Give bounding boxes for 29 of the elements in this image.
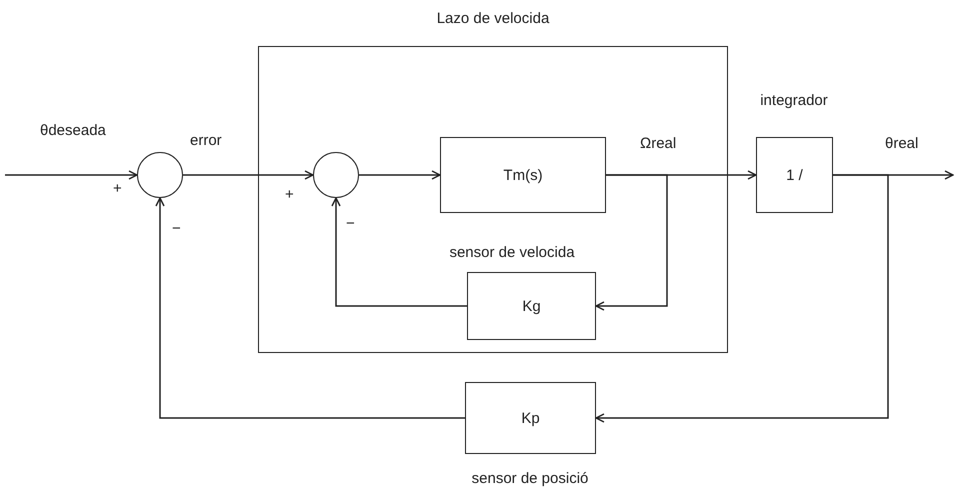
block-caption: sensor de velocida [449, 244, 575, 261]
summing-junction [137, 152, 183, 198]
signal-arrow [595, 174, 889, 423]
signal-arrow [183, 170, 314, 180]
transfer-block [756, 137, 833, 213]
signal-label: θreal [885, 135, 918, 152]
summing-junction [313, 152, 359, 198]
signal-arrow [595, 174, 668, 311]
block-label: Tm(s) [503, 166, 543, 184]
signal-label: error [190, 132, 222, 149]
transfer-block [440, 137, 606, 213]
group-title: Lazo de velocida [436, 10, 550, 27]
signal-arrow [331, 197, 467, 307]
signal-arrow [5, 170, 138, 180]
signal-label: θdeseada [40, 122, 106, 139]
block-label: Kp [521, 410, 540, 426]
signal-arrow [359, 170, 441, 180]
block-label: 1 / [786, 166, 803, 184]
block-caption: sensor de posició [472, 470, 588, 487]
signal-label: Ωreal [640, 135, 676, 152]
block-caption: integrador [760, 92, 828, 109]
transfer-block [467, 272, 596, 340]
minus-sign: − [346, 215, 355, 232]
block-label: Kg [522, 298, 541, 314]
signal-arrow [155, 197, 465, 419]
transfer-block [465, 382, 596, 454]
plus-sign: + [285, 186, 294, 203]
plus-sign: + [113, 180, 122, 197]
minus-sign: − [172, 220, 181, 237]
